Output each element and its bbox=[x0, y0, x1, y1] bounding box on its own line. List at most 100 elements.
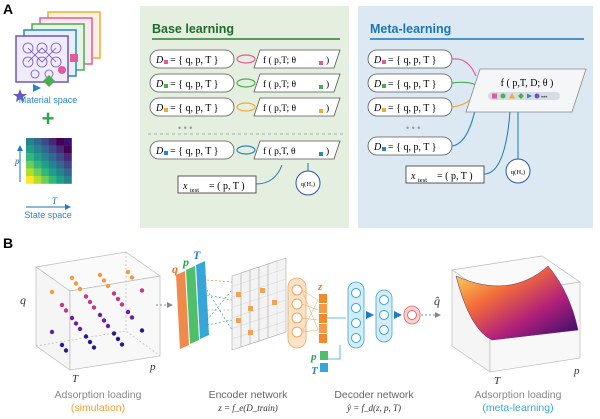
decoder-p-label: p bbox=[310, 351, 317, 363]
simulation-point bbox=[129, 275, 135, 280]
base-dataset-set: = { q, p, T } bbox=[170, 79, 219, 90]
predicted-surface bbox=[455, 265, 579, 341]
caption-decoder-sub: ŷ = f_d(z, p, T) bbox=[346, 403, 401, 413]
base-row: D= { q, p, T }f ( p,T; θ) bbox=[149, 49, 341, 69]
simulation-point bbox=[105, 323, 111, 329]
base-xtest-value: = ( p, T ) bbox=[209, 181, 245, 192]
base-link-loop bbox=[236, 145, 256, 155]
heatmap-cell bbox=[56, 145, 65, 154]
heatmap-cell bbox=[41, 153, 49, 161]
simulation-point bbox=[101, 278, 107, 283]
right-axis-p: p bbox=[573, 365, 580, 377]
base-model-label: f ( p,T; θ bbox=[263, 79, 296, 90]
star-icon bbox=[13, 89, 27, 102]
heatmap-cell bbox=[48, 153, 57, 161]
encoder-activation bbox=[248, 306, 253, 311]
meta-learning-panel: Meta-learning bbox=[358, 6, 593, 228]
meta-link-curve bbox=[451, 58, 477, 77]
svg-text:•••: ••• bbox=[541, 95, 547, 101]
base-model-marker bbox=[319, 85, 323, 89]
left-axis-p: p bbox=[149, 361, 156, 373]
meta-dataset-set: = { q, p, T } bbox=[388, 55, 437, 66]
base-link-loop bbox=[236, 54, 256, 64]
meta-q-circle bbox=[505, 158, 531, 184]
meta-row: D= { q, p, T } bbox=[367, 73, 477, 93]
framework-structure-icon bbox=[22, 42, 62, 79]
decoder-arrow-2-icon bbox=[394, 311, 402, 319]
base-learning-title: Base learning bbox=[152, 22, 234, 36]
input-q-column bbox=[176, 271, 189, 349]
simulation-point bbox=[59, 302, 65, 308]
simulation-point bbox=[129, 315, 135, 320]
input-p-label: p bbox=[182, 255, 189, 269]
caption-meta-title: Adsorption loading bbox=[475, 389, 562, 401]
caption-decoder-title: Decoder network bbox=[334, 389, 414, 401]
meta-model-label: f ( p,T, D; θ ) bbox=[501, 78, 554, 89]
simulation-point bbox=[59, 342, 65, 348]
meta-material-marker bbox=[382, 60, 386, 64]
heatmap-cell bbox=[64, 138, 72, 146]
encoder-input-connections bbox=[206, 279, 233, 331]
base-model-label: f ( p,T, θ bbox=[263, 146, 296, 157]
simulation-point bbox=[63, 348, 69, 353]
material-markers bbox=[13, 54, 78, 102]
caption-simulation-title: Adsorption loading bbox=[55, 389, 142, 401]
heatmap-cell bbox=[64, 176, 72, 184]
meta-material-marker bbox=[382, 147, 386, 151]
meta-material-marker bbox=[382, 108, 386, 112]
triangle-icon bbox=[33, 84, 41, 92]
caption-meta-sub: (meta-learning) bbox=[482, 402, 553, 414]
simulation-point bbox=[73, 281, 79, 286]
input-t-column bbox=[196, 261, 209, 339]
decoder-p-input bbox=[320, 351, 328, 360]
heatmap-cell bbox=[26, 168, 34, 177]
meta-row: D= { q, p, T } bbox=[367, 49, 477, 77]
meta-row: D= { q, p, T } bbox=[367, 93, 477, 117]
heatmap-cell bbox=[56, 176, 65, 184]
base-dataset-set: = { q, p, T } bbox=[170, 146, 219, 157]
meta-dataset-set: = { q, p, T } bbox=[388, 79, 437, 90]
state-axis-p-label: p bbox=[14, 156, 20, 166]
right-axis-t: T bbox=[494, 375, 501, 387]
simulation-point bbox=[115, 296, 121, 302]
base-model-box bbox=[253, 73, 341, 93]
base-dataset-set: = { q, p, T } bbox=[170, 55, 219, 66]
encoder-activation bbox=[260, 288, 265, 293]
base-dataset-symbol: D bbox=[155, 79, 164, 90]
simulation-point bbox=[105, 283, 111, 289]
simulation-point bbox=[49, 289, 55, 295]
simulation-3d-plot bbox=[35, 251, 161, 371]
encoder-feature-map bbox=[267, 257, 287, 339]
meta-dataset-set: = { q, p, T } bbox=[388, 103, 437, 114]
base-dataset-set: = { q, p, T } bbox=[170, 103, 219, 114]
material-space-label: Material space bbox=[19, 95, 78, 105]
meta-xtest-link bbox=[483, 111, 511, 175]
meta-xtest-x: x bbox=[410, 171, 416, 182]
simulation-point bbox=[115, 336, 121, 342]
simulation-point bbox=[111, 331, 117, 336]
panel-a-label: A bbox=[3, 1, 13, 17]
simulation-point bbox=[87, 299, 93, 305]
simulation-point bbox=[125, 269, 131, 275]
encoder-activation bbox=[248, 330, 253, 335]
decoder-t-input bbox=[320, 363, 328, 372]
base-row: D= { q, p, T }f ( p,T, θ) bbox=[149, 140, 341, 160]
base-model-close: ) bbox=[326, 146, 329, 157]
base-xtest-x: x bbox=[182, 181, 188, 192]
encoder-activation bbox=[236, 318, 241, 323]
meta-learning-rows: D= { q, p, T }D= { q, p, T }D= { q, p, T… bbox=[367, 49, 477, 156]
base-model-box bbox=[253, 49, 341, 69]
simulation-data-points bbox=[49, 269, 145, 353]
heatmap-cell bbox=[41, 168, 49, 177]
meta-xtest-value: = ( p, T ) bbox=[437, 171, 473, 182]
simulation-point bbox=[139, 288, 145, 293]
heatmap-cell bbox=[41, 160, 49, 169]
heatmap-cell bbox=[33, 153, 42, 161]
decoder-arrow-1-icon bbox=[366, 311, 374, 319]
base-model-label: f ( p,T; θ bbox=[263, 103, 296, 114]
circle-icon bbox=[58, 66, 66, 74]
base-model-box bbox=[253, 97, 341, 117]
base-material-marker bbox=[164, 151, 168, 155]
heatmap-cell bbox=[48, 168, 57, 177]
